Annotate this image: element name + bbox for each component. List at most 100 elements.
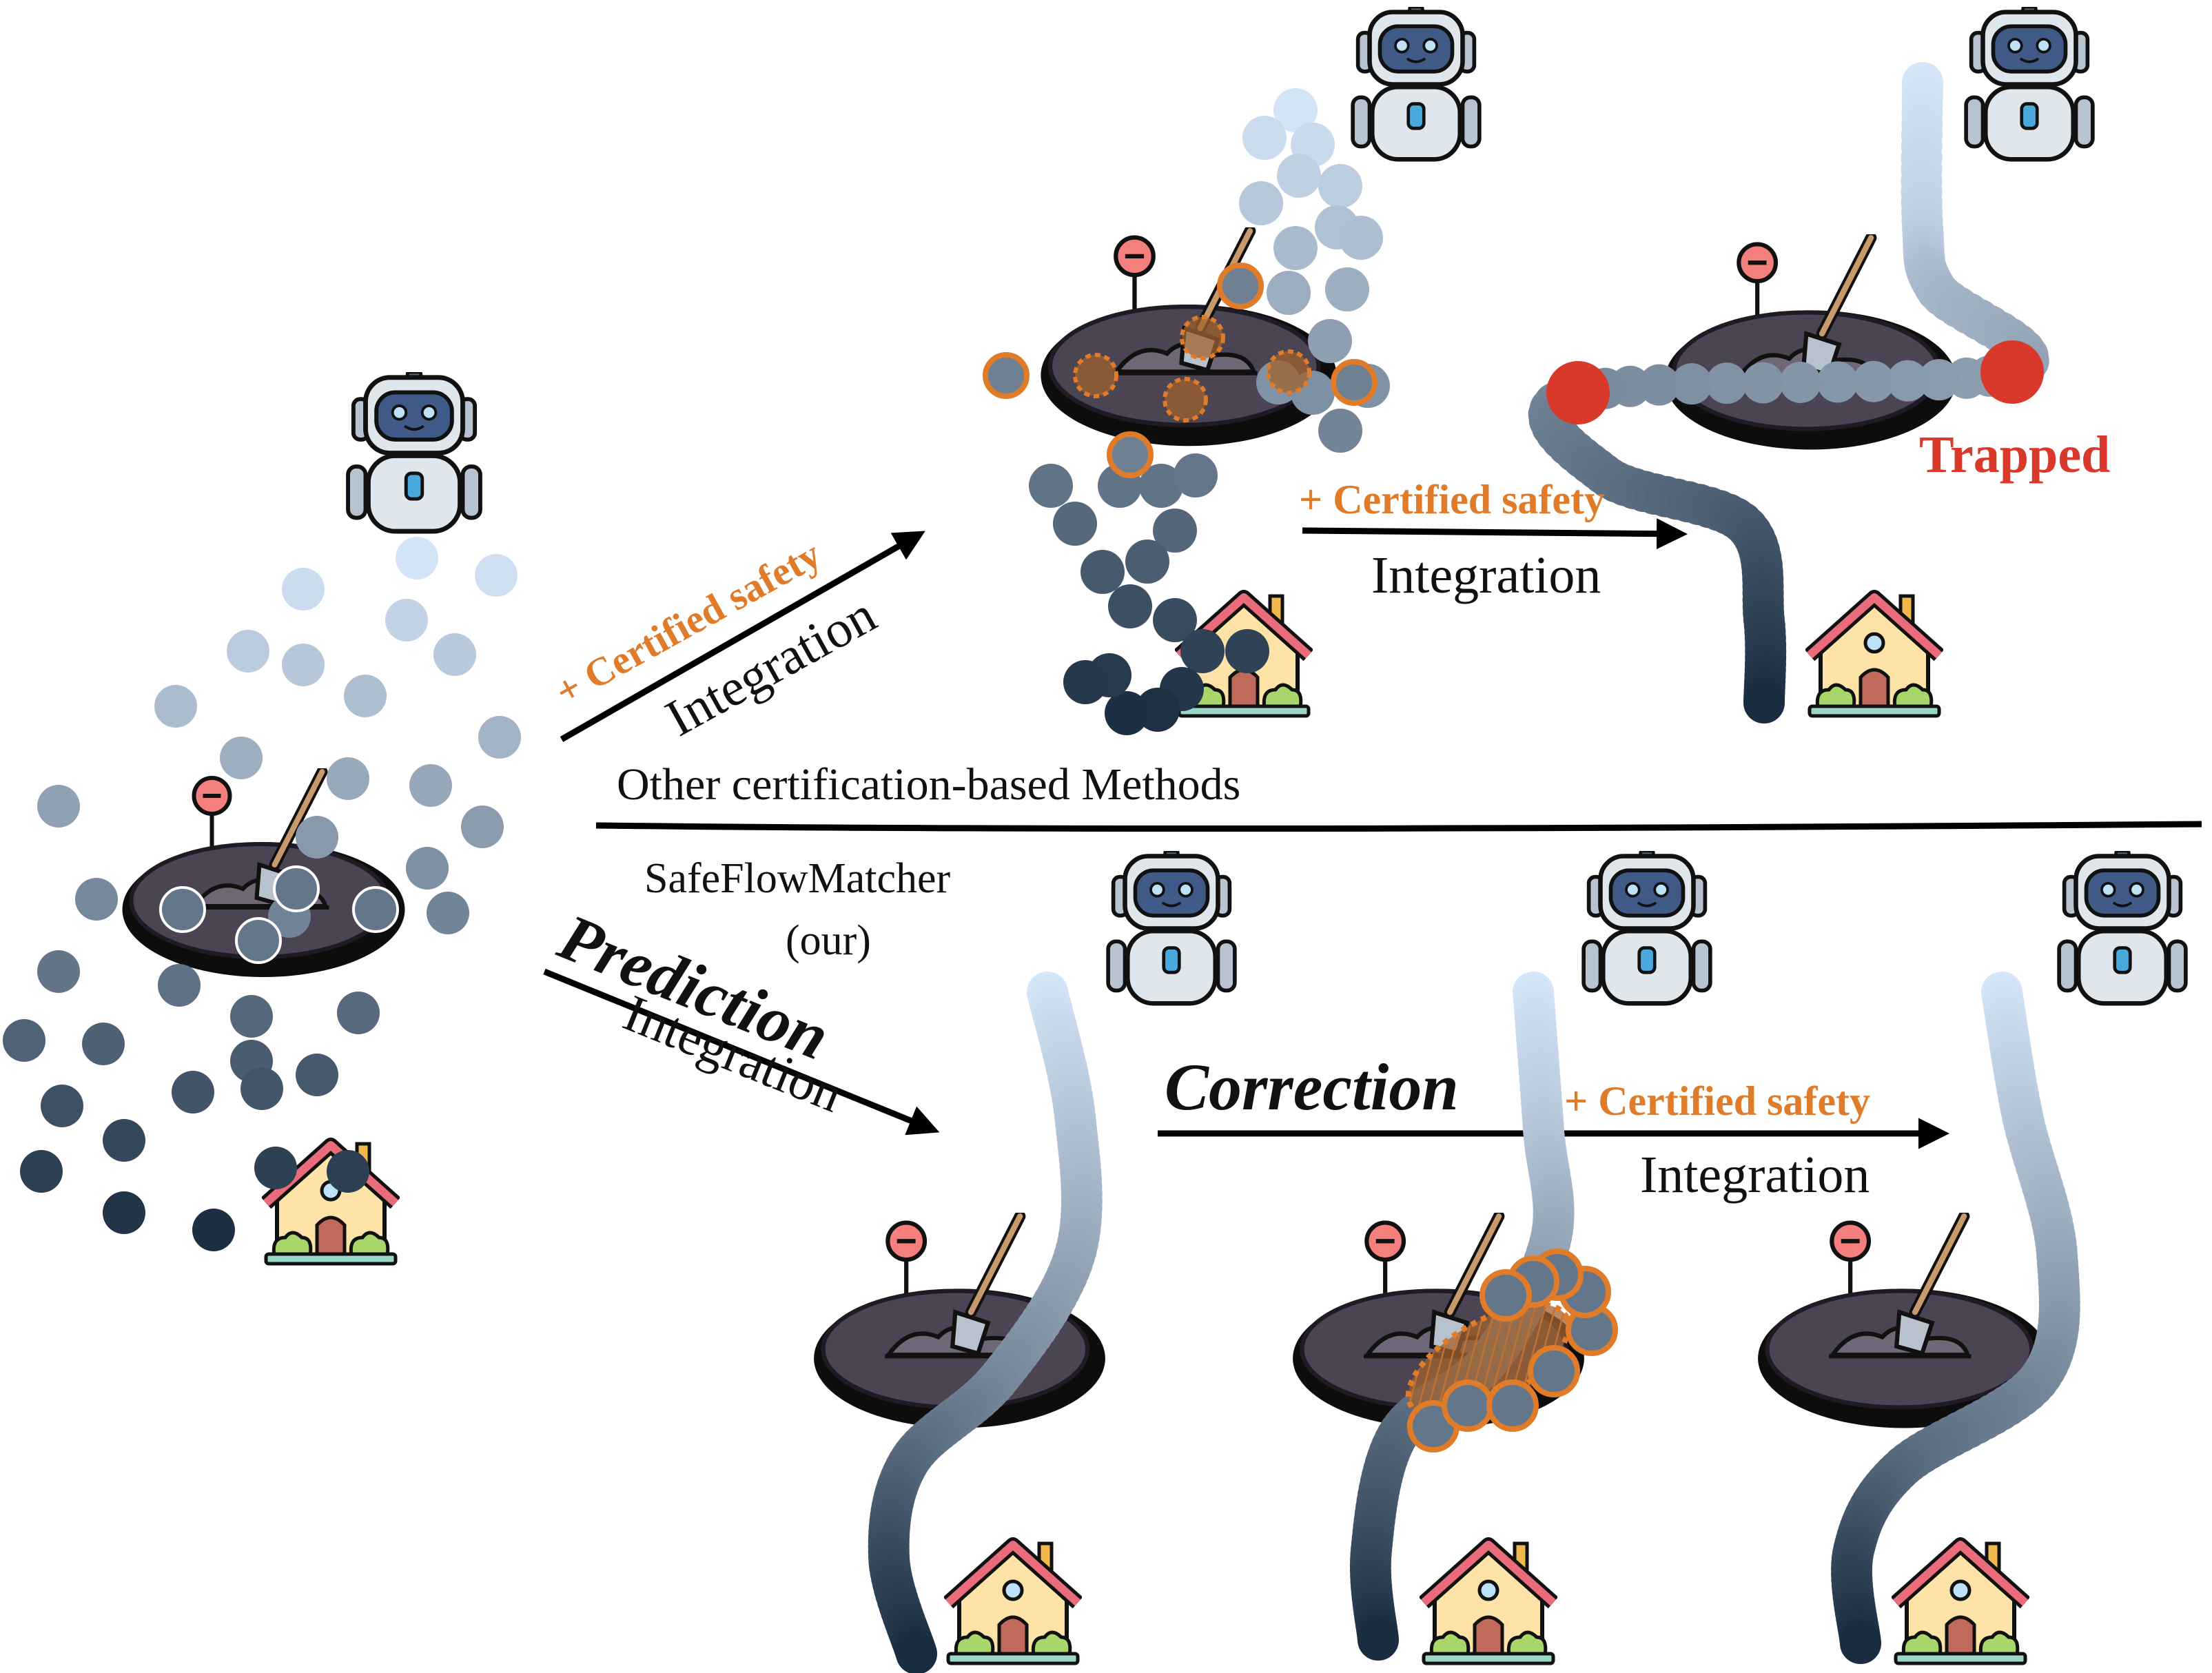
trapped-label: Trapped bbox=[1919, 426, 2110, 484]
sample-dot bbox=[337, 992, 380, 1034]
house-icon bbox=[1424, 1543, 1553, 1663]
sample-dot bbox=[103, 1191, 145, 1234]
sample-dot bbox=[896, 1633, 937, 1673]
robot-icon bbox=[2059, 851, 2186, 1003]
sample-dot bbox=[1743, 682, 1785, 723]
sample-dot bbox=[37, 785, 80, 828]
sample-dot bbox=[1852, 360, 1894, 402]
sample-dot bbox=[41, 1085, 83, 1127]
house-icon bbox=[1896, 1543, 2025, 1663]
projected-sample bbox=[1266, 349, 1311, 395]
projected-sample bbox=[1180, 315, 1225, 360]
safeflow-label: SafeFlowMatcher bbox=[644, 855, 951, 902]
sample-dot bbox=[296, 816, 338, 859]
sample-dot bbox=[1442, 1379, 1494, 1432]
sample-dot bbox=[352, 886, 399, 933]
sample-dot bbox=[282, 644, 325, 686]
sample-dot bbox=[1081, 550, 1125, 594]
sample-dot bbox=[235, 917, 282, 964]
arrow-prediction bbox=[543, 968, 940, 1136]
sample-dot bbox=[1486, 1379, 1539, 1432]
sample-dot bbox=[172, 1071, 214, 1113]
sample-dot bbox=[1063, 660, 1107, 704]
sample-dot bbox=[327, 757, 369, 800]
sample-dot bbox=[220, 737, 263, 779]
sample-dot bbox=[478, 716, 521, 759]
sample-dot bbox=[20, 1150, 63, 1193]
robot-icon bbox=[1353, 7, 1479, 159]
sample-dot bbox=[433, 633, 476, 676]
sample-dot bbox=[1816, 361, 1858, 403]
sample-dot bbox=[1318, 409, 1362, 453]
robot-icon bbox=[1584, 851, 1710, 1003]
sample-dot bbox=[1105, 691, 1149, 735]
robot-icon bbox=[1966, 7, 2093, 159]
projected-sample bbox=[1163, 377, 1208, 422]
sample-dot bbox=[159, 886, 206, 933]
safe-trajectory bbox=[1831, 972, 2080, 1664]
sample-dot bbox=[1139, 464, 1183, 508]
sample-dot bbox=[1053, 502, 1097, 546]
initial-noise-samples bbox=[3, 537, 521, 1251]
sample-dot bbox=[1339, 216, 1383, 260]
sample-dot bbox=[1125, 540, 1169, 584]
sample-dot bbox=[240, 1067, 283, 1110]
sample-dot bbox=[296, 1054, 338, 1096]
sample-dot bbox=[1153, 509, 1197, 553]
sample-dot bbox=[1479, 1269, 1532, 1322]
sample-dot bbox=[1273, 226, 1318, 270]
sample-dot bbox=[1638, 364, 1680, 406]
trapped-point-left bbox=[1546, 361, 1610, 424]
sample-dot bbox=[409, 764, 452, 807]
trapped-point-right bbox=[1980, 340, 2044, 404]
sample-dot bbox=[1840, 1623, 1881, 1664]
sample-dot bbox=[1318, 164, 1362, 208]
house-icon bbox=[1810, 596, 1939, 716]
sample-dot bbox=[75, 878, 118, 921]
arrow-top-2 bbox=[1302, 518, 1688, 550]
sample-dot bbox=[1029, 464, 1073, 508]
trajectory-samples bbox=[983, 88, 1390, 735]
sample-dot bbox=[1887, 360, 1929, 402]
sample-dot bbox=[37, 950, 80, 993]
sample-dot bbox=[1174, 453, 1218, 497]
bottom-safety-label: + Certified safety bbox=[1564, 1078, 1870, 1124]
sample-dot bbox=[1358, 1619, 1399, 1661]
sample-dot bbox=[254, 1147, 297, 1189]
sample-dot bbox=[461, 805, 504, 848]
robot-icon bbox=[1108, 851, 1235, 1003]
sample-dot bbox=[475, 554, 518, 597]
sample-dot bbox=[282, 568, 325, 610]
sample-dot bbox=[1267, 271, 1311, 315]
house-icon bbox=[948, 1543, 1078, 1663]
sample-dot bbox=[1180, 629, 1225, 673]
sample-dot bbox=[1528, 1345, 1580, 1397]
sample-dot bbox=[396, 537, 438, 579]
sample-dot bbox=[1779, 361, 1821, 403]
sample-dot bbox=[1331, 359, 1378, 406]
sample-dot bbox=[1277, 154, 1321, 198]
sample-dot bbox=[154, 685, 197, 728]
other-methods-label: Other certification-based Methods bbox=[617, 759, 1240, 810]
sample-dot bbox=[1308, 319, 1352, 363]
safeflow-sub-label: (our) bbox=[786, 917, 871, 964]
sample-dot bbox=[344, 675, 387, 717]
sample-dot bbox=[1742, 362, 1784, 404]
sample-dot bbox=[227, 630, 269, 673]
robot-icon bbox=[348, 372, 480, 531]
sample-dot bbox=[1273, 88, 1318, 132]
sample-dot bbox=[158, 964, 201, 1007]
sample-dot bbox=[983, 352, 1030, 399]
sample-dot bbox=[1153, 598, 1197, 642]
prediction-trajectory bbox=[868, 972, 1103, 1673]
sample-dot bbox=[1239, 181, 1283, 225]
sample-dot bbox=[327, 1150, 369, 1193]
sample-dot bbox=[427, 892, 469, 934]
sample-dot bbox=[230, 995, 273, 1038]
sample-dot bbox=[82, 1023, 125, 1065]
correction-label: Correction bbox=[1165, 1050, 1459, 1124]
sample-dot bbox=[1217, 263, 1264, 309]
corrected-samples bbox=[1407, 1249, 1618, 1453]
sample-dot bbox=[273, 865, 320, 912]
